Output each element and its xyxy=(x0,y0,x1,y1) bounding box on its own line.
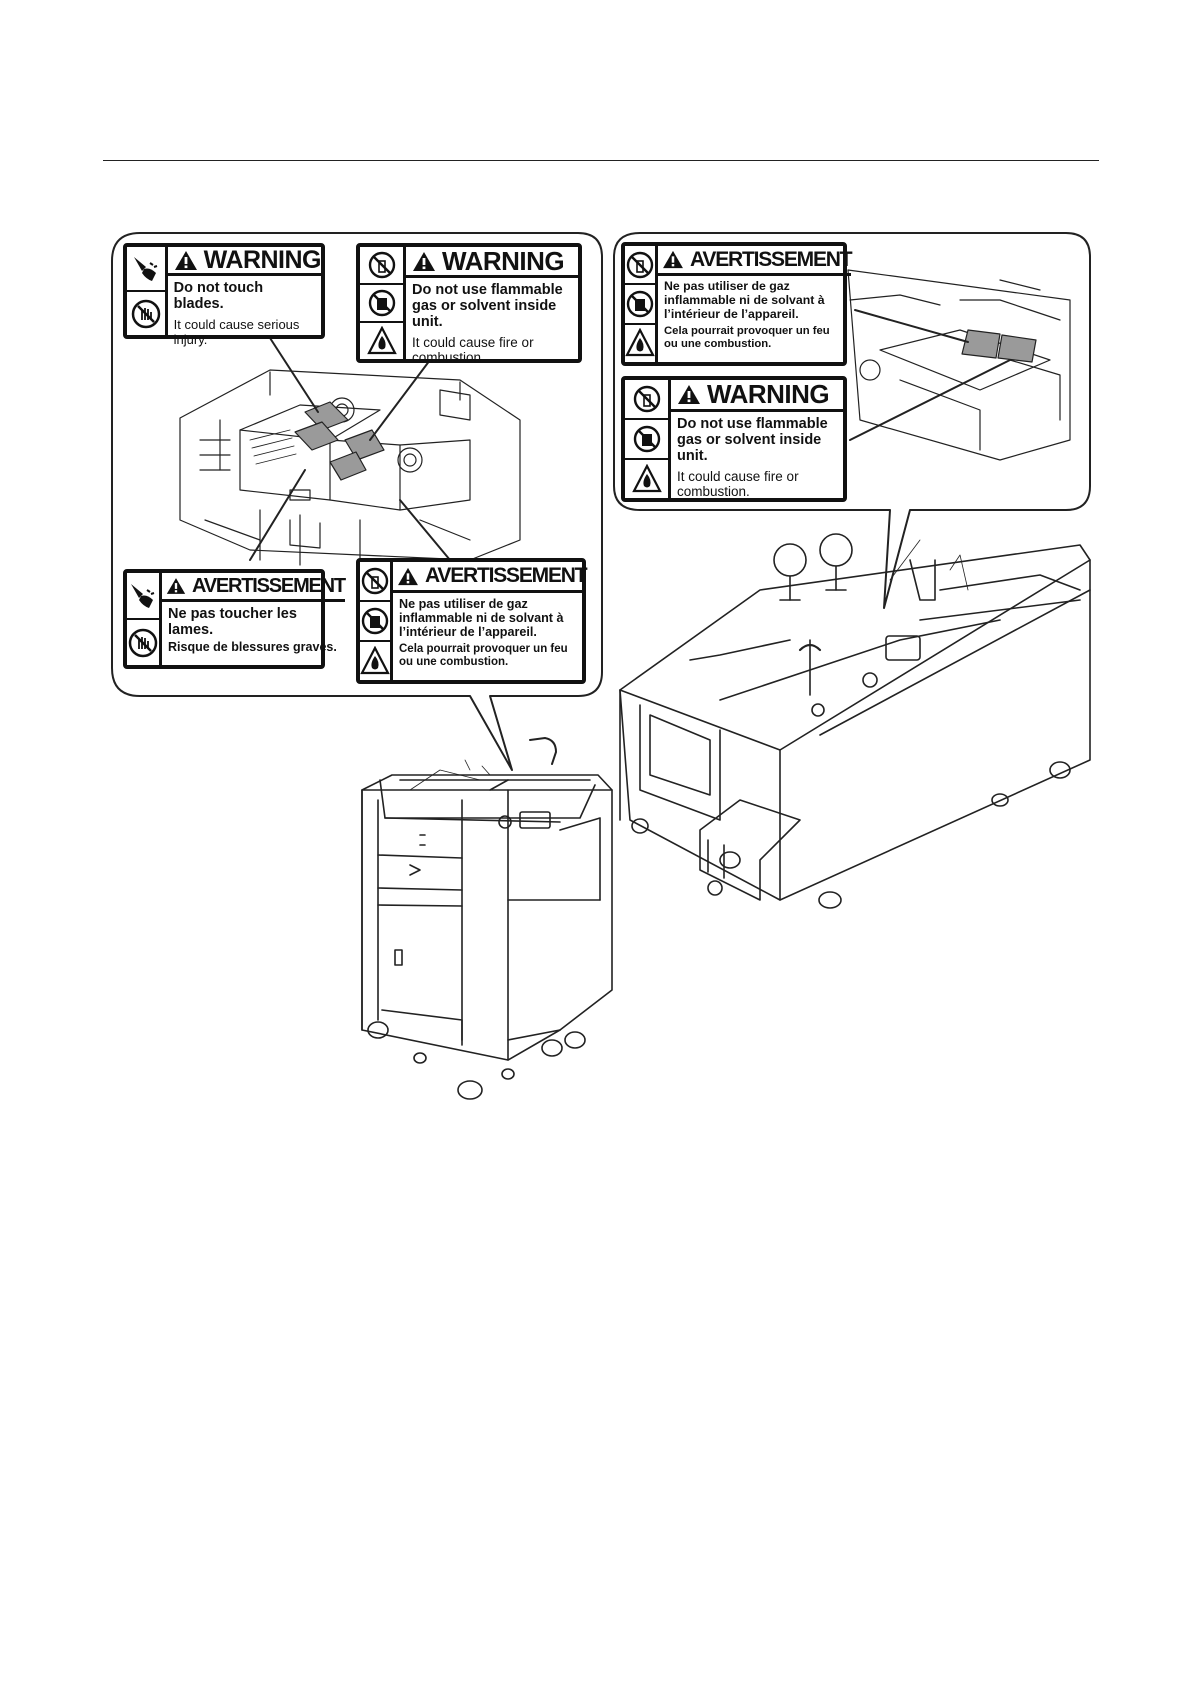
label-header: WARNING xyxy=(203,245,322,274)
pointer-r1 xyxy=(854,309,969,343)
pointer-l4 xyxy=(399,499,451,561)
right-callout-bubble xyxy=(613,232,1091,609)
right-long-machine xyxy=(619,533,1091,909)
label-sub-text: It could cause fire or combustion. xyxy=(677,468,799,499)
fire-icon xyxy=(366,326,397,355)
no-gas-can-icon xyxy=(368,289,395,317)
warning-triangle-icon xyxy=(166,578,186,594)
label-sub-text: It could cause fire or combustion. xyxy=(412,334,534,365)
warning-triangle-icon xyxy=(678,385,700,404)
warning-triangle-icon xyxy=(174,250,197,270)
no-spray-icon xyxy=(633,385,660,413)
no-touch-icon xyxy=(131,299,161,328)
warning-label-blades-fr: AVERTISSEMENT Ne pas toucher les lames. … xyxy=(123,569,346,669)
label-main-text: Ne pas toucher les lames. xyxy=(168,606,297,639)
label-patches-right xyxy=(961,329,1037,363)
label-sub-text: Risque de blessures graves. xyxy=(168,640,337,655)
label-main-text: Do not use flammable gas or solvent insi… xyxy=(677,416,828,465)
fire-icon xyxy=(625,328,655,357)
label-sub-text: Cela pourrait provoquer un feu ou une co… xyxy=(664,325,830,350)
warning-triangle-icon xyxy=(413,251,435,271)
no-gas-can-icon xyxy=(361,607,389,635)
warning-triangle-icon xyxy=(663,250,683,269)
left-cabinet-machine xyxy=(361,737,613,1100)
label-main-text: Do not touch blades. xyxy=(173,280,264,313)
fire-icon xyxy=(631,464,662,493)
label-sub-text: It could cause serious injury. xyxy=(173,317,300,348)
pointer-l3 xyxy=(249,469,306,561)
no-touch-icon xyxy=(128,628,158,657)
warning-label-flammable-fr-right: AVERTISSEMENT Ne pas utiliser de gaz inf… xyxy=(621,242,853,366)
pointer-r2 xyxy=(849,359,1011,441)
label-header: WARNING xyxy=(707,379,830,409)
no-gas-can-icon xyxy=(633,425,660,453)
label-main-text: Ne pas utiliser de gaz inflammable ni de… xyxy=(399,597,564,640)
label-header: AVERTISSEMENT xyxy=(690,247,853,271)
no-gas-can-icon xyxy=(626,290,654,318)
label-sub-text: Cela pourrait provoquer un feu ou une co… xyxy=(399,643,568,669)
fire-icon xyxy=(360,646,390,675)
label-header: WARNING xyxy=(442,245,565,276)
warning-label-blades-en: WARNING Do not touch blades. It could ca… xyxy=(123,243,325,347)
label-main-text: Do not use flammable gas or solvent insi… xyxy=(412,282,563,331)
warning-label-flammable-en-right: WARNING Do not use flammable gas or solv… xyxy=(621,376,847,502)
warning-label-flammable-en: WARNING Do not use flammable gas or solv… xyxy=(356,243,582,365)
blade-hand-icon xyxy=(131,583,155,608)
no-spray-icon xyxy=(361,567,389,595)
header-rule xyxy=(103,160,1099,161)
no-spray-icon xyxy=(626,251,654,278)
blade-hand-icon xyxy=(133,256,158,281)
label-main-text: Ne pas utiliser de gaz inflammable ni de… xyxy=(664,279,825,321)
left-callout-bubble xyxy=(111,232,603,771)
no-spray-icon xyxy=(368,251,395,279)
pointer-l1 xyxy=(269,337,319,413)
label-header: AVERTISSEMENT xyxy=(192,574,346,597)
cutter-unit-sketch xyxy=(179,369,521,566)
pointer-l2 xyxy=(369,359,431,441)
top-unit-sketch xyxy=(847,269,1071,461)
warning-label-flammable-fr: AVERTISSEMENT Ne pas utiliser de gaz inf… xyxy=(356,558,588,684)
warning-triangle-icon xyxy=(398,567,418,585)
label-header: AVERTISSEMENT xyxy=(425,564,588,587)
